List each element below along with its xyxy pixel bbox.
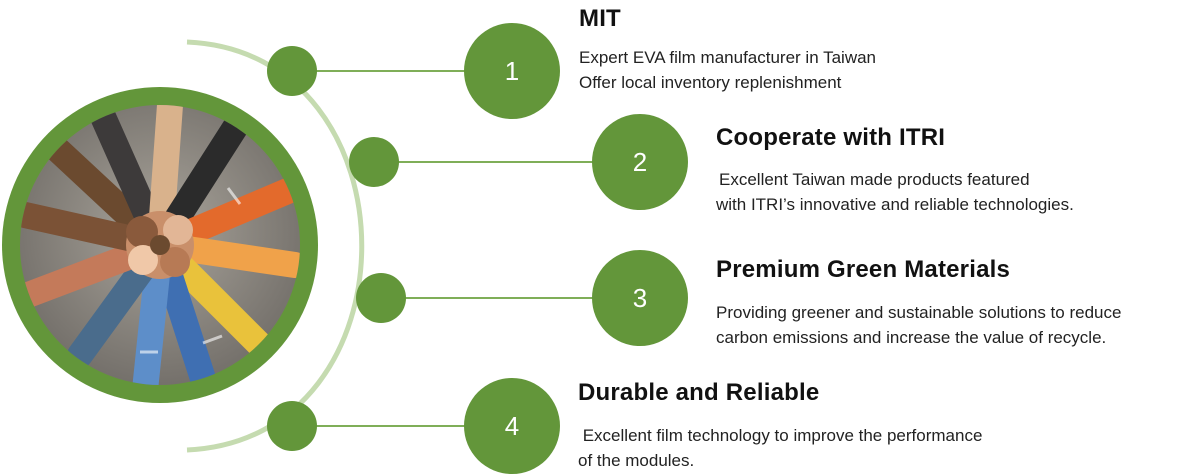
feature-title: Cooperate with ITRI <box>716 124 946 151</box>
arc-node-4 <box>267 401 317 451</box>
number-1: 1 <box>505 56 519 86</box>
feature-title: Durable and Reliable <box>578 379 820 406</box>
feature-line: with ITRI’s innovative and reliable tech… <box>716 195 1074 214</box>
number-badge-3: 3 <box>592 250 688 346</box>
feature-line: Expert EVA film manufacturer in Taiwan <box>579 48 877 67</box>
feature-itri: Cooperate with ITRI Excellent Taiwan mad… <box>716 124 1074 217</box>
number-2: 2 <box>633 147 647 177</box>
number-3: 3 <box>633 283 647 313</box>
feature-title: Premium Green Materials <box>716 256 1011 283</box>
feature-line: of the modules. <box>578 451 695 470</box>
feature-line: Excellent Taiwan made products featured <box>719 170 1030 189</box>
feature-title: MIT <box>579 5 621 32</box>
connectors <box>292 70 594 427</box>
feature-line: Excellent film technology to improve the… <box>578 426 983 445</box>
number-badge-1: 1 <box>464 23 560 119</box>
feature-green-materials: Premium Green Materials Providing greene… <box>716 256 1121 350</box>
feature-line: carbon emissions and increase the value … <box>716 328 1107 347</box>
feature-line: Offer local inventory replenishment <box>579 73 842 92</box>
number-4: 4 <box>505 411 519 441</box>
number-badge-2: 2 <box>592 114 688 210</box>
number-badge-4: 4 <box>464 378 560 474</box>
stacked-hands-photo <box>2 87 318 403</box>
arc-node-2 <box>349 137 399 187</box>
arc-nodes <box>267 46 406 451</box>
feature-durable: Durable and Reliable Excellent film tech… <box>578 379 982 473</box>
feature-mit: MIT Expert EVA film manufacturer in Taiw… <box>579 5 876 95</box>
arc-node-1 <box>267 46 317 96</box>
feature-line: Providing greener and sustainable soluti… <box>716 303 1122 322</box>
arc-node-3 <box>356 273 406 323</box>
